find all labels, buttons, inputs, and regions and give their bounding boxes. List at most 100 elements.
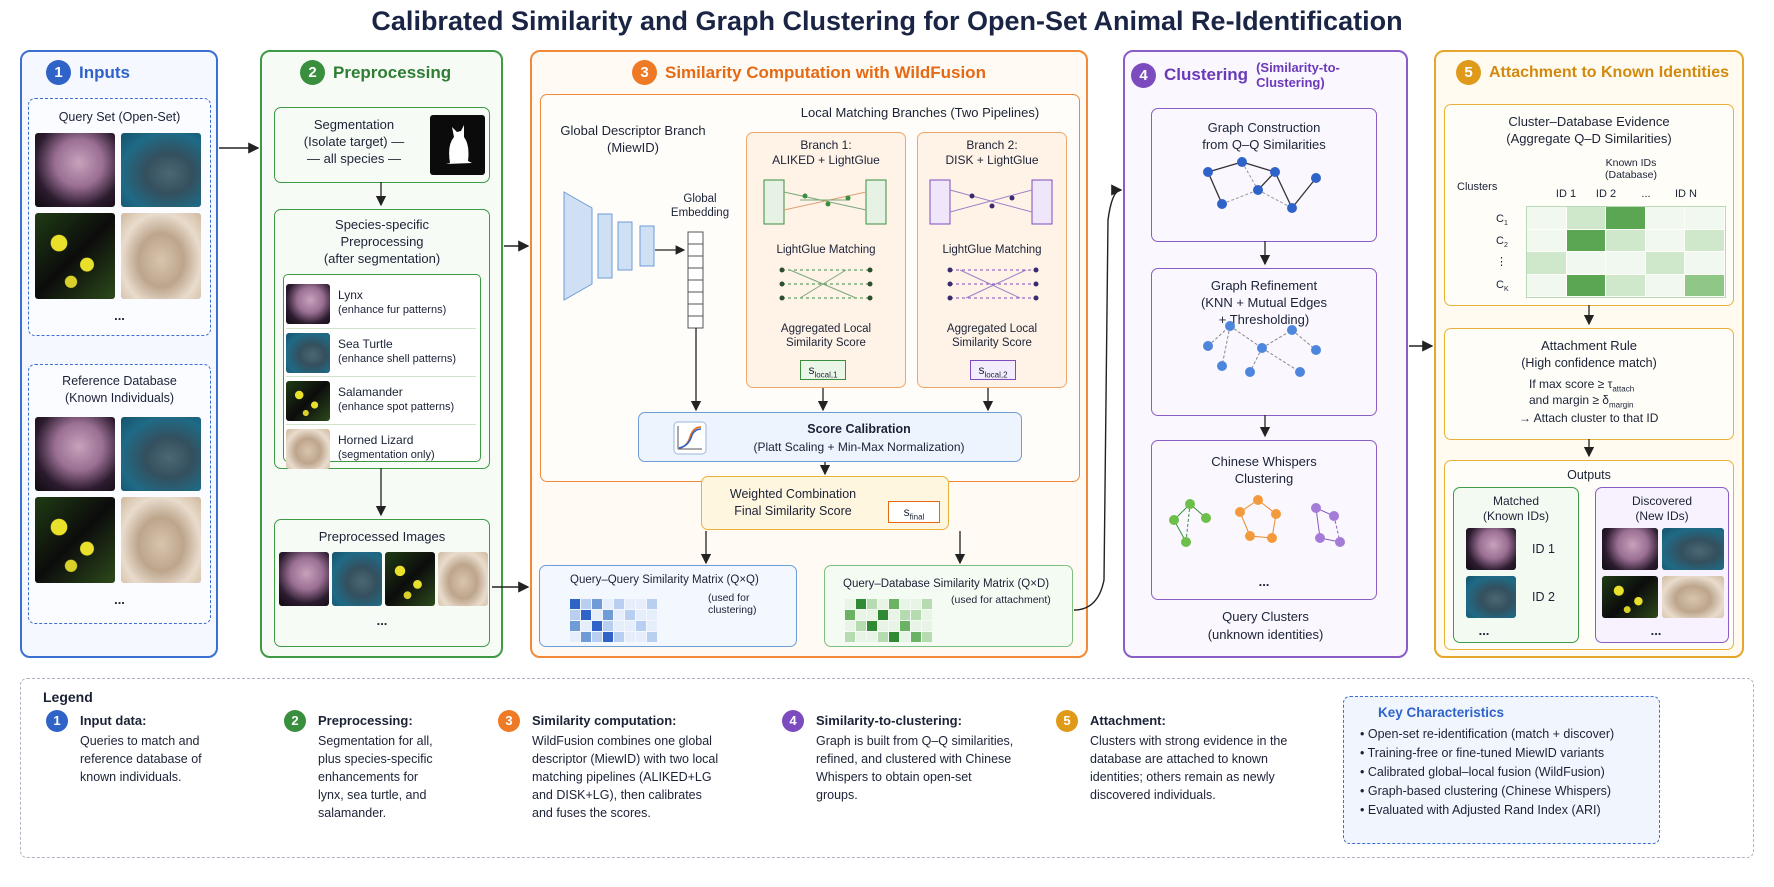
clustering-title: Clustering	[1164, 65, 1249, 84]
heatmap-cell	[889, 632, 899, 642]
heatmap-cell	[570, 599, 580, 609]
heatmap-cell	[603, 599, 613, 609]
rule-line-2-sub: margin	[1608, 400, 1634, 410]
legend-text-3: WildFusion combines one global descripto…	[532, 734, 719, 820]
weighted-combination-label: Weighted Combination Final Similarity Sc…	[729, 487, 857, 518]
species-row-turtle: Sea Turtle (enhance shell patterns)	[286, 328, 476, 373]
qq-matrix-heatmap	[570, 599, 658, 643]
global-embedding-label: Global Embedding	[670, 193, 730, 219]
inputs-title: Inputs	[79, 62, 130, 82]
cluster-row-1: C1	[1496, 213, 1508, 227]
discovered-label: Discovered (New IDs)	[1631, 494, 1693, 523]
legend-title-5: Attachment:	[1090, 713, 1166, 728]
legend-title-4: Similarity-to-clustering:	[816, 713, 962, 728]
heatmap-cell	[889, 610, 899, 620]
heatmap-cell	[1566, 207, 1606, 229]
heatmap-cell	[570, 610, 580, 620]
discovered-box: Discovered (New IDs) ...	[1595, 487, 1729, 643]
heatmap-cell	[867, 599, 877, 609]
matched-turtle-thumb	[1466, 576, 1516, 618]
heatmap-cell	[592, 610, 602, 620]
heatmap-cell	[1685, 252, 1724, 274]
preprocessed-lizard	[438, 552, 488, 606]
query-set-label: Query Set (Open-Set)	[58, 110, 181, 124]
heatmap-cell	[1685, 229, 1724, 251]
qq-matrix-usage: (used for clustering)	[708, 592, 757, 616]
key-item-1: Open-set re-identification (match + disc…	[1360, 725, 1614, 744]
heatmap-cell	[614, 610, 624, 620]
heatmap-cell	[1606, 252, 1645, 274]
heatmap-cell	[625, 610, 635, 620]
species-preprocessing-text: Species-specific Preprocessing (after se…	[323, 217, 441, 266]
preprocessed-salamander	[385, 552, 435, 606]
score-calibration-box: Score Calibration (Platt Scaling + Min-M…	[638, 412, 1022, 462]
evidence-column-headers: ID 1 ID 2 ... ID N	[1546, 188, 1736, 202]
rule-line-1: If max score ≥ τattach	[1529, 377, 1634, 393]
heatmap-cell	[603, 621, 613, 631]
outputs-box: Outputs Matched (Known IDs) ID 1 ID 2 ..…	[1444, 460, 1734, 650]
heatmap-cell	[636, 610, 646, 620]
heatmap-cell	[845, 610, 855, 620]
reference-db-label: Reference Database (Known Individuals)	[62, 374, 177, 405]
heatmap-cell	[856, 610, 866, 620]
species-row-lizard: Horned Lizard (segmentation only)	[286, 424, 476, 469]
heatmap-cell	[878, 599, 888, 609]
heatmap-cell	[581, 621, 591, 631]
heatmap-cell	[592, 621, 602, 631]
species-lynx-name: Lynx	[338, 288, 363, 302]
heatmap-cell	[625, 599, 635, 609]
heatmap-cell	[845, 599, 855, 609]
chinese-whispers-label: Chinese Whispers Clustering	[1211, 454, 1317, 486]
rule-line-1-sub: attach	[1612, 384, 1635, 394]
reference-image-turtle	[121, 417, 201, 491]
cluster-row-k-text: C	[1496, 279, 1504, 291]
discovered-salamander-thumb	[1602, 576, 1658, 618]
graph-construction-label: Graph Construction from Q–Q Similarities	[1202, 120, 1326, 152]
heatmap-cell	[603, 610, 613, 620]
heatmap-cell	[922, 621, 932, 631]
s-local-2-sub: local,2	[984, 370, 1008, 380]
s-local-2-symbol: s	[978, 363, 985, 377]
heatmap-cell	[878, 621, 888, 631]
key-item-4: Graph-based clustering (Chinese Whispers…	[1360, 782, 1614, 801]
branch-2-aggregated-label: Aggregated Local Similarity Score	[946, 323, 1038, 349]
key-item-2: Training-free or fine-tuned MiewID varia…	[1360, 744, 1614, 763]
heatmap-cell	[581, 632, 591, 642]
cluster-row-k-sub: K	[1503, 286, 1509, 294]
heatmap-cell	[856, 621, 866, 631]
evidence-title: Cluster–Database Evidence (Aggregate Q–D…	[1506, 114, 1672, 146]
heatmap-cell	[625, 621, 635, 631]
preprocessed-images-label: Preprocessed Images	[318, 529, 446, 544]
species-salamander-thumb	[286, 381, 330, 421]
similarity-header: 3 Similarity Computation with WildFusion	[632, 60, 986, 85]
weighted-combination-box: Weighted Combination Final Similarity Sc…	[701, 476, 949, 530]
heatmap-cell	[922, 599, 932, 609]
heatmap-cell	[614, 621, 624, 631]
attachment-rule-box: Attachment Rule (High confidence match) …	[1444, 328, 1734, 440]
cluster-row-1-sub: 1	[1503, 220, 1508, 228]
heatmap-cell	[592, 599, 602, 609]
legend-text-2: Segmentation for all, plus species-speci…	[318, 734, 433, 820]
heatmap-cell	[878, 632, 888, 642]
arrow-qq-to-clustering	[1073, 184, 1123, 611]
calibration-curve-icon	[673, 421, 707, 455]
heatmap-cell	[570, 621, 580, 631]
inputs-panel: 1 Inputs Query Set (Open-Set) ... Refere…	[20, 50, 218, 658]
global-embedding-vector-icon	[687, 231, 704, 329]
id-col-1: ID 1	[1555, 188, 1577, 200]
heatmap-cell	[889, 599, 899, 609]
heatmap-cell	[1527, 252, 1566, 274]
miewid-network-icon	[563, 191, 686, 301]
s-final-symbol: s	[903, 505, 910, 519]
reference-ellipsis: ...	[114, 592, 125, 607]
query-image-lizard	[121, 213, 201, 299]
inputs-header: 1 Inputs	[46, 60, 130, 85]
preprocessed-images-box: Preprocessed Images ...	[274, 519, 490, 647]
matched-id-1: ID 1	[1532, 542, 1555, 556]
heatmap-cell	[1566, 274, 1606, 296]
heatmap-cell	[636, 599, 646, 609]
heatmap-cell	[581, 610, 591, 620]
legend-title-3: Similarity computation:	[532, 713, 677, 728]
qd-matrix-title: Query–Database Similarity Matrix (Q×D)	[843, 578, 1050, 590]
heatmap-cell	[1685, 207, 1724, 229]
